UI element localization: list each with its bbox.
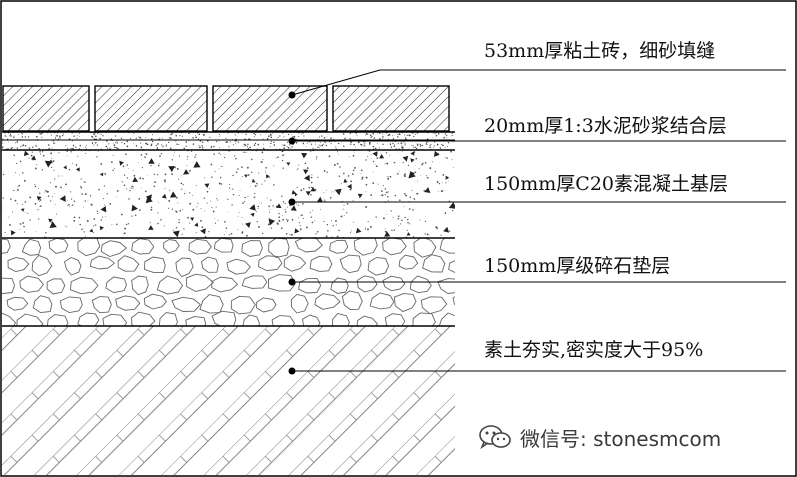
leader-dot (288, 198, 296, 206)
brick (212, 85, 328, 132)
gravel-layer (2, 238, 455, 326)
soil-layer (2, 326, 455, 475)
brick (94, 85, 208, 132)
leader-dot (288, 91, 296, 99)
leader-dot (288, 278, 296, 286)
label-soil-layer: 素土夯实,密实度大于95% (484, 339, 704, 361)
brick (332, 85, 450, 132)
leader-dot (288, 137, 296, 145)
leader-line-brick (291, 69, 786, 96)
leader-dot (288, 367, 296, 375)
label-brick-layer: 53mm厚粘土砖，细砂填缝 (484, 40, 716, 62)
concrete-layer (2, 150, 455, 238)
watermark: 微信号: stonesmcom (478, 424, 722, 451)
brick (2, 85, 90, 132)
leader-lines (288, 69, 786, 375)
label-mortar-layer: 20mm厚1:3水泥砂浆结合层 (484, 115, 727, 137)
label-concrete-layer: 150mm厚C20素混凝土基层 (484, 173, 729, 195)
label-gravel-layer: 150mm厚级碎石垫层 (484, 255, 671, 277)
brick-layer (2, 85, 450, 132)
wechat-icon (479, 425, 511, 450)
watermark-text: 微信号: stonesmcom (520, 426, 722, 451)
